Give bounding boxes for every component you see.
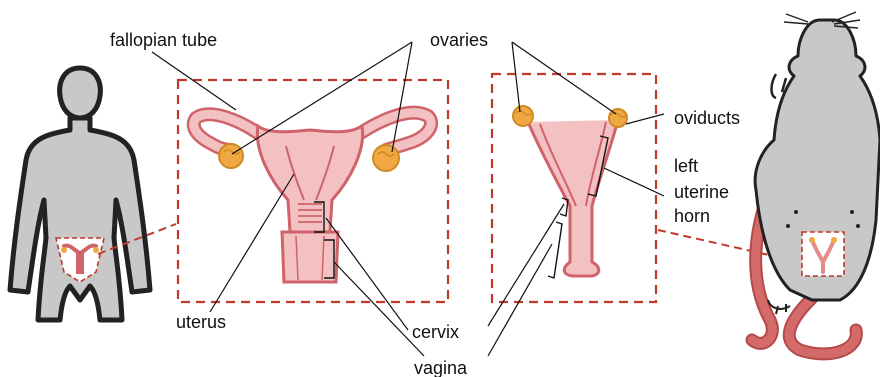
label-left: left (674, 156, 698, 176)
label-ovaries: ovaries (430, 30, 488, 50)
mouse-left-ovary (513, 106, 533, 126)
label-cervix: cervix (412, 322, 459, 342)
label-fallopian-tube: fallopian tube (110, 30, 217, 50)
label-oviducts: oviducts (674, 108, 740, 128)
human-right-ovary (373, 145, 399, 171)
mouse-silhouette (752, 12, 880, 354)
mouse-reproductive-organ (513, 106, 627, 278)
label-horn: horn (674, 206, 710, 226)
human-silhouette (10, 68, 150, 320)
label-vagina: vagina (414, 358, 468, 377)
label-uterine: uterine (674, 182, 729, 202)
human-left-ovary (219, 144, 243, 168)
human-reproductive-organ (194, 113, 431, 282)
label-uterus: uterus (176, 312, 226, 332)
